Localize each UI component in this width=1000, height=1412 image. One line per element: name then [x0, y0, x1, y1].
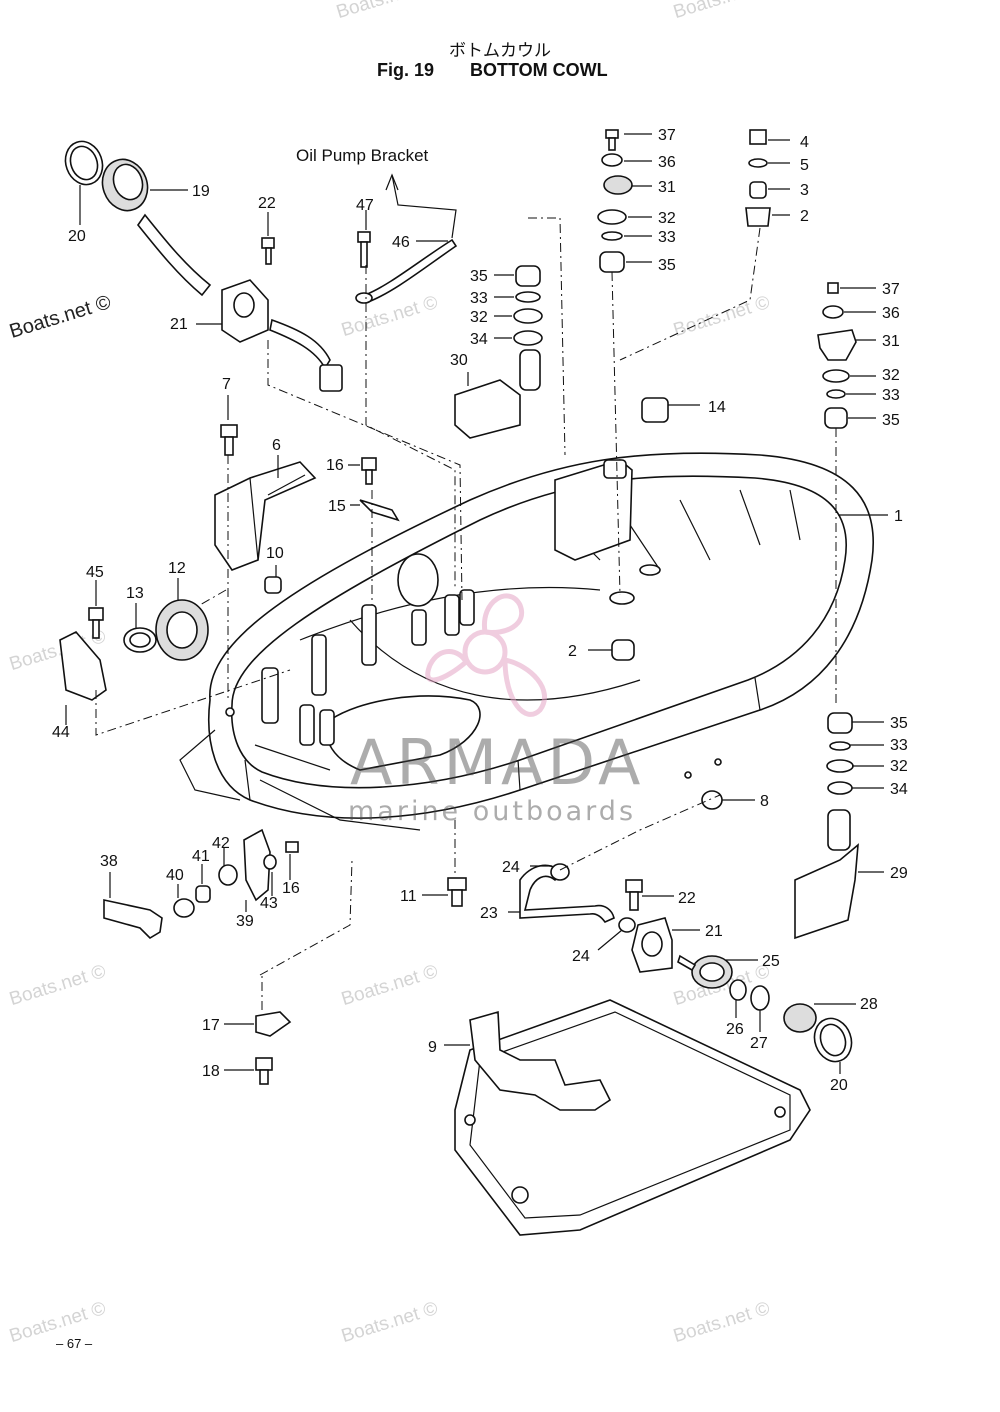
- page-number: – 67 –: [56, 1336, 93, 1351]
- mount-stack-top: [597, 129, 633, 273]
- callout-7: 7: [222, 376, 231, 393]
- callout-22: 22: [678, 890, 696, 907]
- callout-31: 31: [658, 179, 676, 196]
- callout-39: 39: [236, 913, 254, 930]
- bottom-cowl-shell: [179, 452, 874, 831]
- callout-34: 34: [890, 781, 908, 798]
- callout-16: 16: [326, 457, 344, 474]
- figure-title: BOTTOM COWL: [470, 60, 608, 80]
- callout-4: 4: [800, 134, 809, 151]
- callout-9: 9: [428, 1039, 437, 1056]
- callout-17: 17: [202, 1017, 220, 1034]
- callout-32: 32: [890, 758, 908, 775]
- grommet-assembly-25-28: [677, 954, 853, 1063]
- callout-33: 33: [882, 387, 900, 404]
- callout-13: 13: [126, 585, 144, 602]
- callout-36: 36: [658, 154, 676, 171]
- callout-32: 32: [470, 309, 488, 326]
- callout-31: 31: [882, 333, 900, 350]
- callout-32: 32: [658, 210, 676, 227]
- bracket-21-upper: [221, 237, 275, 343]
- callout-8: 8: [760, 793, 769, 810]
- mount-stack-right: [817, 282, 857, 429]
- callout-36: 36: [882, 305, 900, 322]
- callout-47: 47: [356, 197, 374, 214]
- callout-35: 35: [882, 412, 900, 429]
- brand-watermark-main: ARMADA: [350, 726, 645, 799]
- callout-40: 40: [166, 867, 184, 884]
- callout-24: 24: [502, 859, 520, 876]
- brand-watermark-sub: marine outboards: [348, 796, 637, 827]
- callout-6: 6: [272, 437, 281, 454]
- callout-26: 26: [726, 1021, 744, 1038]
- mount-stack-lower-right: [794, 712, 859, 940]
- callout-21: 21: [170, 316, 188, 333]
- mount-stack-top-right: [745, 129, 771, 227]
- callout-38: 38: [100, 853, 118, 870]
- callout-12: 12: [168, 560, 186, 577]
- callout-11: 11: [400, 888, 417, 905]
- callout-5: 5: [800, 157, 809, 174]
- callout-21: 21: [705, 923, 723, 940]
- callout-23: 23: [480, 905, 498, 922]
- callout-1: 1: [894, 508, 903, 525]
- callout-2: 2: [800, 208, 809, 225]
- callout-37: 37: [882, 281, 900, 298]
- callout-2: 2: [568, 643, 577, 660]
- callout-28: 28: [860, 996, 878, 1013]
- callout-10: 10: [266, 545, 284, 562]
- callout-20: 20: [68, 228, 86, 245]
- callout-18: 18: [202, 1063, 220, 1080]
- callout-29: 29: [890, 865, 908, 882]
- callout-33: 33: [470, 290, 488, 307]
- callout-27: 27: [750, 1035, 768, 1052]
- oil-pump-bracket-46-47: [355, 231, 458, 304]
- title-japanese: ボトムカウル: [449, 41, 551, 61]
- callout-14: 14: [708, 399, 726, 416]
- callout-3: 3: [800, 182, 809, 199]
- callout-24: 24: [572, 948, 590, 965]
- callout-41: 41: [192, 848, 210, 865]
- callout-33: 33: [658, 229, 676, 246]
- callout-22: 22: [258, 195, 276, 212]
- callout-19: 19: [192, 183, 210, 200]
- bracket-6-bolt-7: [214, 424, 317, 571]
- figure-number: Fig. 19: [377, 60, 435, 80]
- callout-35: 35: [890, 715, 908, 732]
- callout-42: 42: [212, 835, 230, 852]
- oil-pump-bracket-label: Oil Pump Bracket: [296, 146, 429, 165]
- callout-44: 44: [52, 724, 70, 741]
- callout-45: 45: [86, 564, 104, 581]
- grommet-assembly-19-20: [64, 140, 212, 297]
- lever-assembly-38-43: [103, 828, 299, 940]
- base-plate-9: [454, 999, 811, 1236]
- callout-37: 37: [658, 127, 676, 144]
- callout-35: 35: [658, 257, 676, 274]
- callout-20: 20: [830, 1077, 848, 1094]
- callout-15: 15: [328, 498, 346, 515]
- brand-logo-watermark: [425, 593, 548, 717]
- callout-35: 35: [470, 268, 488, 285]
- callout-46: 46: [392, 234, 410, 251]
- mount-stack-center: [454, 265, 543, 439]
- callout-43: 43: [260, 895, 278, 912]
- callout-33: 33: [890, 737, 908, 754]
- callout-30: 30: [450, 352, 468, 369]
- callout-34: 34: [470, 331, 488, 348]
- callout-25: 25: [762, 953, 780, 970]
- callout-32: 32: [882, 367, 900, 384]
- callout-16: 16: [282, 880, 300, 897]
